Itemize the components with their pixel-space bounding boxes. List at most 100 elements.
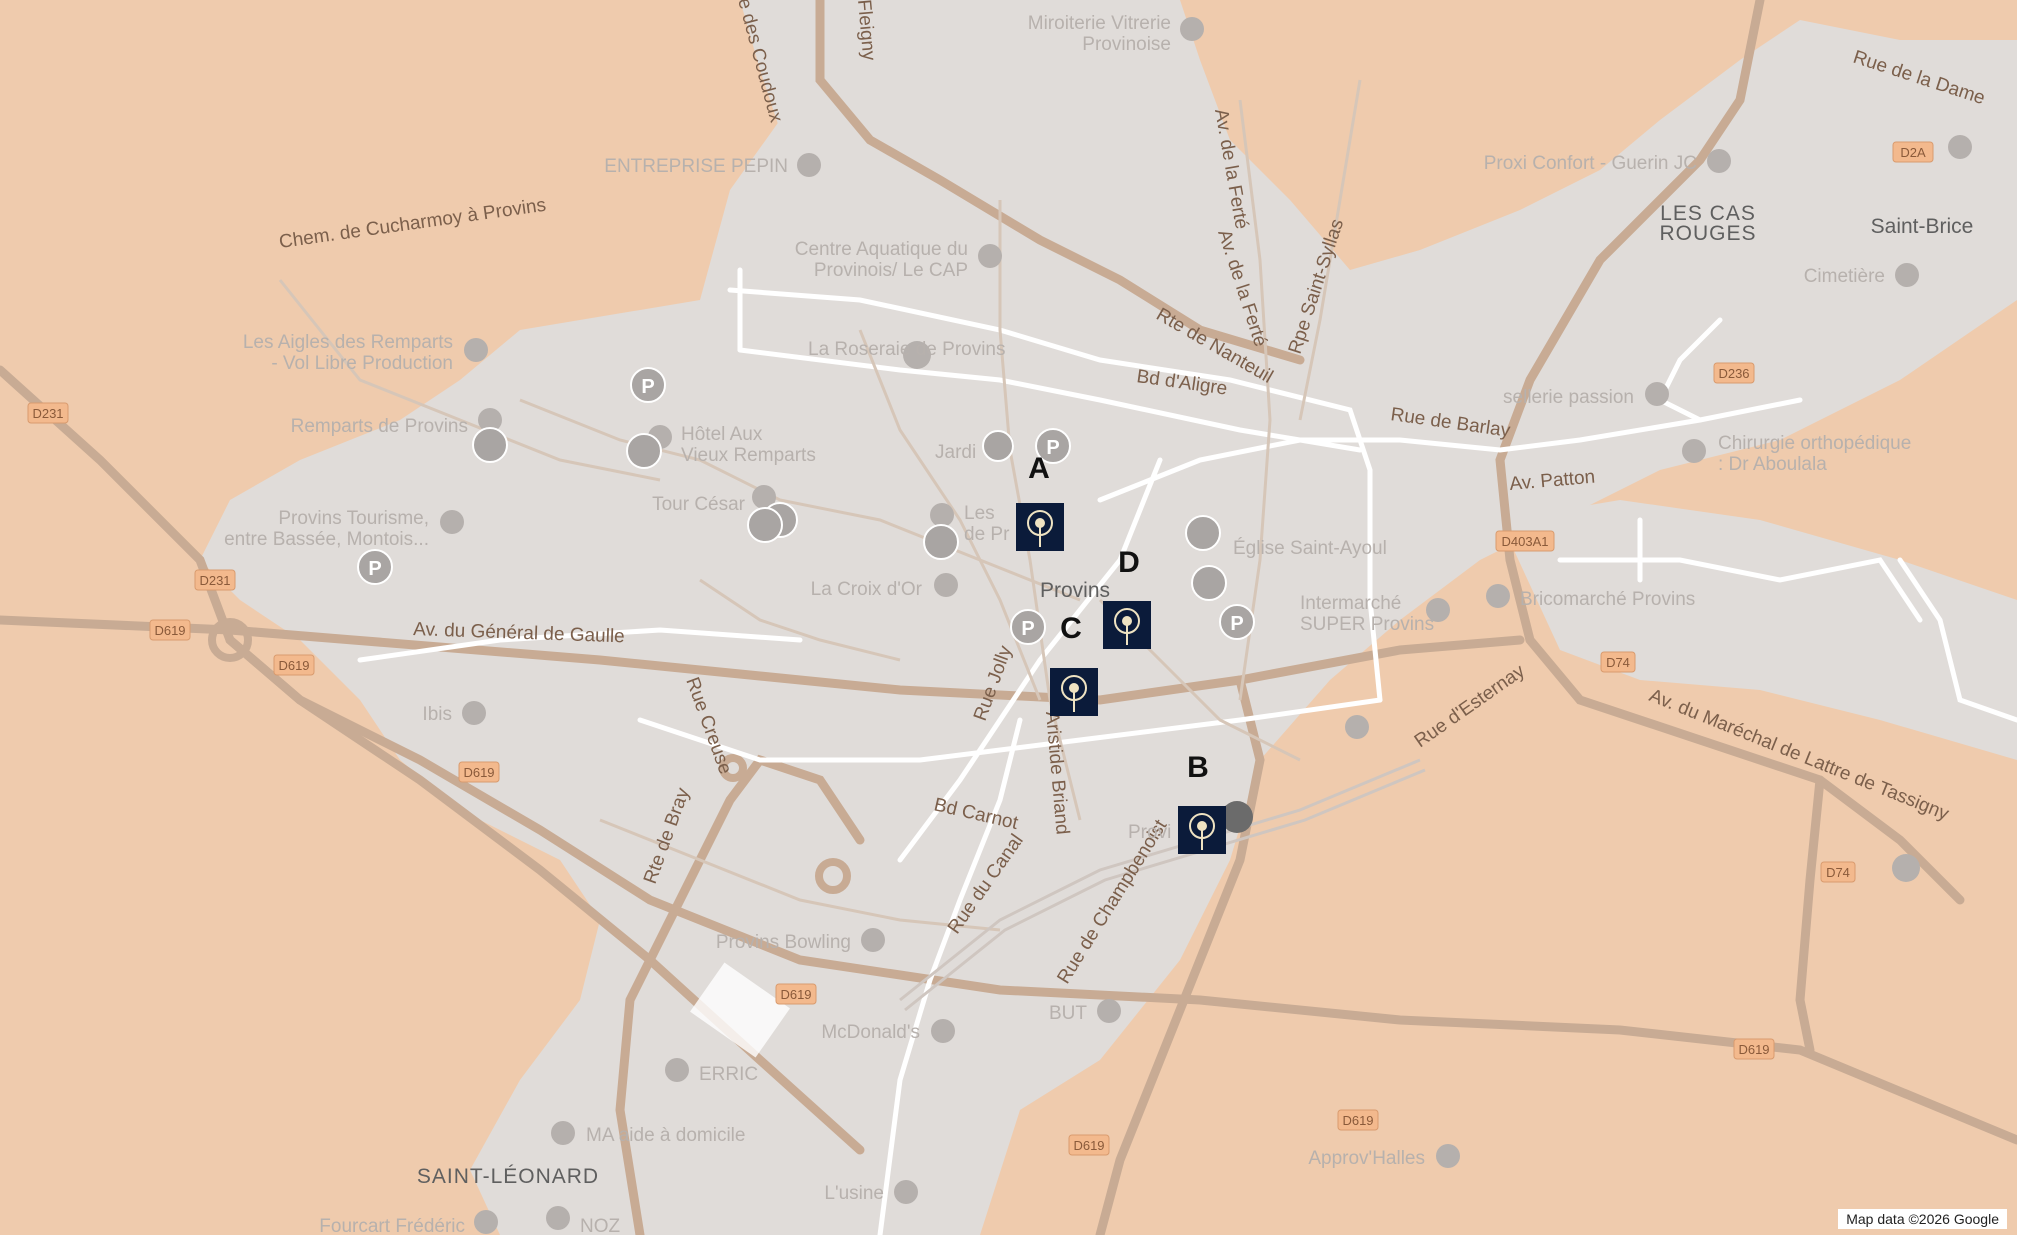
poi-label: Ibis (422, 704, 452, 725)
pin-icon (978, 244, 1002, 268)
svg-text:P: P (641, 376, 654, 398)
place-label: Saint-Brice (1871, 215, 1974, 238)
dandelion-icon (1061, 675, 1087, 712)
route-shield: D231 (27, 402, 69, 424)
place-labels: Provins Saint-Brice LES CAS ROUGES SAINT… (417, 202, 1973, 1188)
marker-a (1016, 503, 1064, 551)
poi-label: Remparts de Provins (291, 416, 468, 437)
cemetery-icon (1895, 263, 1919, 287)
route-shield: D619 (273, 654, 315, 676)
poi-label: Hôtel Aux (681, 424, 763, 445)
route-shield: D74 (1600, 651, 1636, 673)
poi-label: Cimetière (1804, 266, 1885, 287)
poi-label: Provi (1128, 822, 1171, 843)
hospital-icon (1948, 135, 1972, 159)
poi-label: Approv'Halles (1308, 1148, 1425, 1169)
poi-label: Tour César (652, 494, 746, 515)
poi-label: Fourcart Frédéric (319, 1216, 465, 1235)
monument-icon (752, 485, 776, 509)
railway (899, 758, 1426, 1012)
poi-label: SUPER Provins (1300, 614, 1434, 635)
pin-icon (1436, 1144, 1460, 1168)
svg-text:D231: D231 (32, 406, 63, 421)
poi-label: L'usine (824, 1183, 884, 1204)
map-credit: Map data ©2026 Google (1838, 1209, 2007, 1229)
pin-icon (797, 153, 821, 177)
poi-label: Bricomarché Provins (1520, 589, 1695, 610)
dandelion-icon (1189, 813, 1215, 850)
binoculars-icon (626, 433, 662, 469)
svg-text:D2A: D2A (1900, 145, 1926, 160)
poi-icons[interactable] (440, 17, 1972, 1234)
svg-text:D619: D619 (154, 623, 185, 638)
poi-label: La Croix d'Or (811, 579, 923, 600)
poi-label: NOZ (580, 1216, 621, 1235)
tree-icon (903, 341, 931, 369)
viewpoint-icons[interactable] (472, 427, 1227, 601)
poi-label: ERRIC (699, 1064, 758, 1085)
route-shield: D403A1 (1495, 530, 1555, 552)
poi-label: MA aide à domicile (586, 1125, 745, 1146)
route-shield: D231 (194, 569, 236, 591)
poi-label: Provins Tourisme, (278, 508, 429, 529)
route-shields: D231 D231 D619 D619 D619 D619 D619 D619 … (27, 141, 1934, 1156)
poi-label: - Vol Libre Production (271, 353, 453, 374)
route-shield: D619 (458, 761, 500, 783)
svg-text:D231: D231 (199, 573, 230, 588)
route-shield: D619 (149, 619, 191, 641)
marker-c (1050, 668, 1098, 716)
shop-icon (1097, 999, 1121, 1023)
dandelion-icon (1027, 510, 1053, 547)
dandelion-icon (1114, 608, 1140, 645)
pin-icon (474, 1210, 498, 1234)
poi-label: McDonald's (821, 1022, 920, 1043)
station-building (690, 962, 790, 1058)
roundabouts (208, 618, 851, 894)
route-shield: D619 (1733, 1038, 1775, 1060)
marker-letter: D (1118, 546, 1140, 579)
triangle-icon (1892, 854, 1920, 882)
restaurant-icon (894, 1180, 918, 1204)
parking-icon: P (1010, 609, 1046, 645)
pin-icon (551, 1121, 575, 1145)
pin-icon (1180, 17, 1204, 41)
svg-text:D619: D619 (1073, 1138, 1104, 1153)
shop-icon (546, 1206, 570, 1230)
binoculars-icon (472, 427, 508, 463)
binoculars-icon (747, 507, 783, 543)
poi-labels: Miroiterie Vitrerie Provinoise ENTREPRIS… (224, 13, 1911, 1235)
tree-icon (982, 430, 1014, 462)
parking-icon: P (1219, 604, 1255, 640)
poi-label: Provinoise (1082, 34, 1171, 55)
svg-text:P: P (1021, 618, 1034, 640)
binoculars-icon (1185, 515, 1221, 551)
svg-text:D74: D74 (1606, 655, 1630, 670)
hospital-icon (1682, 439, 1706, 463)
svg-text:D619: D619 (1342, 1113, 1373, 1128)
urban-area-east (1500, 500, 2017, 760)
poi-label: : Dr Aboulala (1718, 454, 1827, 475)
poi-label: BUT (1049, 1003, 1087, 1024)
poi-label: La Roseraie de Provins (808, 339, 1006, 360)
train-icon (1221, 801, 1253, 833)
restaurant-icon (934, 573, 958, 597)
monument-icon (930, 503, 954, 527)
poi-label: de Pr (964, 524, 1010, 545)
parking-icon: P (1035, 428, 1071, 464)
svg-text:D619: D619 (278, 658, 309, 673)
poi-label: entre Bassée, Montois... (224, 529, 429, 550)
svg-text:D619: D619 (463, 765, 494, 780)
place-label: LES CAS (1660, 202, 1756, 225)
markers[interactable]: A B C D (1016, 452, 1226, 854)
poi-label: Jardi (935, 442, 976, 463)
poi-label: Proxi Confort - Guerin JC (1484, 153, 1697, 174)
svg-text:P: P (1046, 437, 1059, 459)
svg-text:P: P (368, 558, 381, 580)
route-shield: D2A (1892, 141, 1934, 163)
place-label: SAINT-LÉONARD (417, 1165, 599, 1188)
place-label: Provins (1040, 579, 1110, 602)
parking-icons[interactable]: P P P P P (357, 367, 1255, 645)
hotel-icon (1345, 715, 1369, 739)
poi-label: Les Aigles des Remparts (243, 332, 453, 353)
